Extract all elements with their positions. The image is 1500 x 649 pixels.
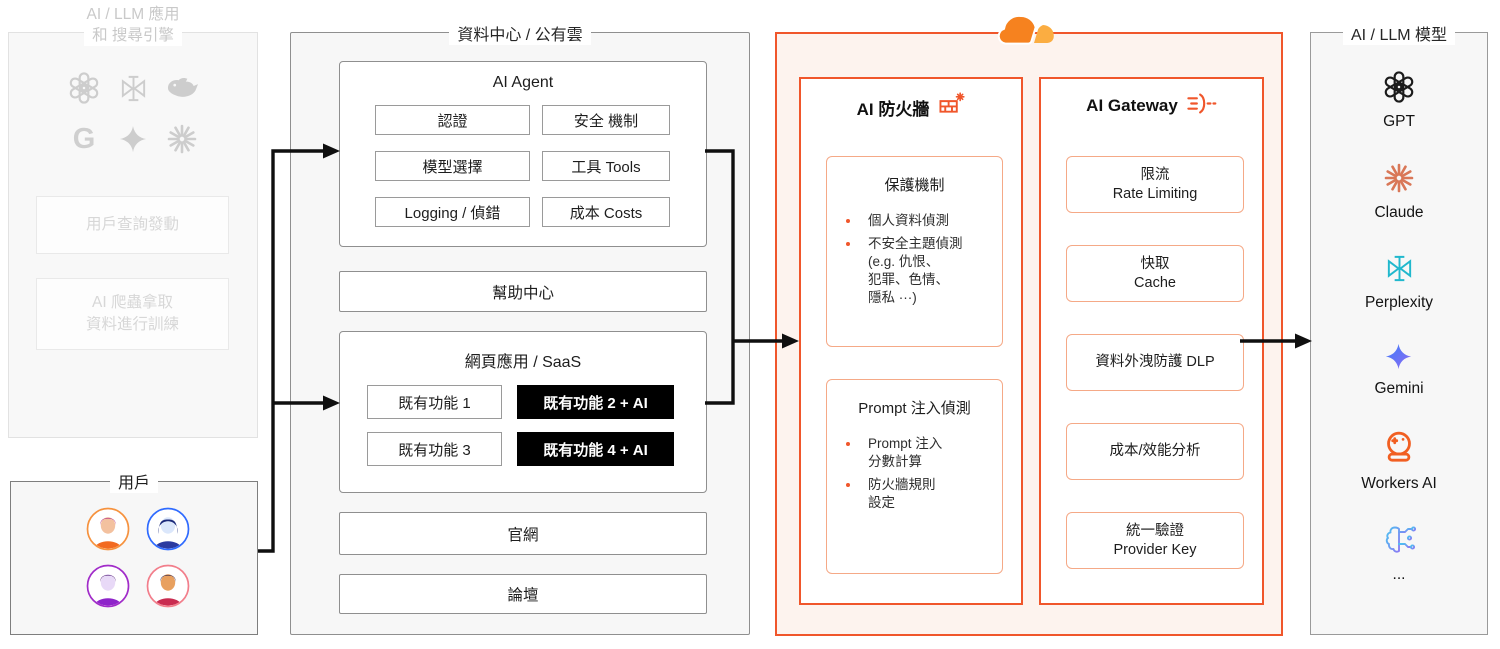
workers-ai-icon [1381,429,1417,470]
cloudflare-panel: AI 防火牆 保護機制 個人資料偵測 [775,14,1283,636]
gemini-icon [1385,343,1412,375]
models-panel: AI / LLM 模型 GPT [1310,21,1488,635]
agent-cell-logging: Logging / 偵錯 [375,197,530,227]
user-avatars [86,507,190,608]
openai-icon [67,71,101,105]
ai-agent-title: AI Agent [492,74,554,91]
injection-bullet: 防火牆規則 設定 [842,476,994,512]
deepseek-icon [165,71,199,105]
model-gemini: Gemini [1374,343,1424,398]
avatar-red [146,564,190,608]
apps-panel: AI / LLM 應用 和 搜尋引擎 [8,4,258,438]
perplexity-icon [1384,253,1415,289]
saas-cell-feature1: 既有功能 1 [367,385,502,419]
agent-cell-auth: 認證 [375,105,530,135]
avatar-blue [146,507,190,551]
perplexity-icon [116,71,150,105]
ai-firewall-box: AI 防火牆 保護機制 個人資料偵測 [799,77,1023,605]
protection-box: 保護機制 個人資料偵測 不安全主題偵測 (e.g. 仇恨、 犯罪、色情、 隱私 … [826,156,1003,347]
users-panel-title: 用戶 [11,469,257,493]
model-gpt: GPT [1383,71,1415,131]
agent-cell-tools: 工具 Tools [542,151,670,181]
protection-title: 保護機制 [884,177,945,194]
ai-crawler-box: AI 爬蟲拿取 資料進行訓練 [36,278,229,350]
avatar-orange [86,507,130,551]
saas-cell-feature4-ai: 既有功能 4 + AI [517,432,674,466]
openai-icon [1383,71,1415,108]
gemini-icon [116,122,150,156]
model-claude: Claude [1374,162,1424,222]
firewall-bricks-icon [938,92,965,122]
agent-cell-model-select: 模型選擇 [375,151,530,181]
ai-firewall-title: AI 防火牆 [856,99,930,119]
model-perplexity: Perplexity [1365,253,1433,312]
gateway-feature-dlp: 資料外洩防護 DLP [1066,334,1244,391]
saas-cell-feature2-ai: 既有功能 2 + AI [517,385,674,419]
user-query-box: 用戶查詢發動 [36,196,229,254]
datacenter-panel: 資料中心 / 公有雲 AI Agent 認證 安全 機制 模型選擇 工具 Too… [290,21,750,635]
claude-icon [165,122,199,156]
protection-bullet: 個人資料偵測 [842,212,994,230]
gateway-lines-icon [1187,92,1217,120]
users-panel: 用戶 [10,469,258,635]
ai-agent-box: AI Agent 認證 安全 機制 模型選擇 工具 Tools Logging … [339,61,707,247]
model-workers-ai: Workers AI [1361,429,1437,493]
prompt-injection-box: Prompt 注入偵測 Prompt 注入 分數計算 防火牆規則 設定 [826,379,1003,574]
saas-title: 網頁應用 / SaaS [464,354,582,371]
model-others: ... [1382,524,1417,584]
saas-cell-feature3: 既有功能 3 [367,432,502,466]
injection-bullet: Prompt 注入 分數計算 [842,435,994,471]
ai-gateway-title: AI Gateway [1086,96,1178,115]
protection-bullet: 不安全主題偵測 (e.g. 仇恨、 犯罪、色情、 隱私 ···) [842,235,994,307]
claude-icon [1383,162,1415,199]
saas-box: 網頁應用 / SaaS 既有功能 1 既有功能 2 + AI 既有功能 3 既有… [339,331,707,493]
gateway-feature-cost-analysis: 成本/效能分析 [1066,423,1244,480]
agent-cell-security: 安全 機制 [542,105,670,135]
cloudflare-cloud-icon [997,12,1061,57]
brain-circuit-icon [1382,524,1417,561]
avatar-purple [86,564,130,608]
apps-panel-title: AI / LLM 應用 和 搜尋引擎 [9,4,257,46]
datacenter-panel-title: 資料中心 / 公有雲 [291,21,749,45]
google-icon: G [72,123,96,155]
forum-bar: 論壇 [339,574,707,614]
website-bar: 官網 [339,512,707,555]
agent-cell-costs: 成本 Costs [542,197,670,227]
help-center-bar: 幫助中心 [339,271,707,312]
prompt-injection-title: Prompt 注入偵測 [858,400,971,417]
